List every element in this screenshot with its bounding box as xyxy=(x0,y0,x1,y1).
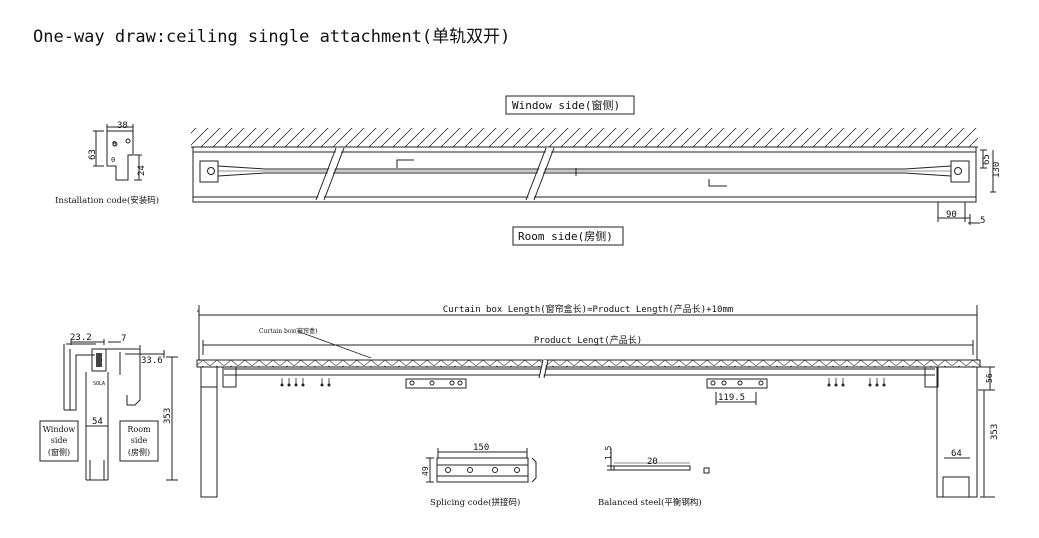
room-side-label: Room side(房侧) xyxy=(518,230,613,243)
dim-64: 64 xyxy=(951,449,962,459)
dim-20: 20 xyxy=(647,457,658,467)
side-dim-353: 353 xyxy=(163,408,173,424)
dim-5: 5 xyxy=(980,216,985,226)
install-dim-slot: 24 xyxy=(137,165,147,176)
dim-56: 56 xyxy=(985,373,994,383)
dim-119-5: 119.5 xyxy=(718,393,745,403)
front-elevation-view xyxy=(196,305,995,498)
side-room-label-3: (房侧) xyxy=(128,447,150,457)
page-title: One-way draw:ceiling single attachment(单… xyxy=(33,27,511,47)
install-dim-height: 63 xyxy=(88,149,98,160)
dim-33-6: 33.6 xyxy=(141,356,163,366)
side-room-label-2: side xyxy=(131,436,148,445)
product-length-label: Product Lengt(产品长) xyxy=(534,334,642,346)
installation-bracket xyxy=(93,124,142,181)
install-mark-a: 0 xyxy=(112,140,116,148)
curtain-box-label: Curtain box(窗帘盒) xyxy=(259,327,318,335)
box-length-label: Curtain box Length(窗帘盒长)=Product Length(… xyxy=(443,303,734,315)
runner-hooks xyxy=(281,378,885,384)
side-section-view xyxy=(39,339,178,481)
side-window-label-1: Window xyxy=(43,425,76,434)
dim-49: 49 xyxy=(421,466,430,476)
install-label: Installation code(安装码) xyxy=(55,195,159,206)
front-dim-353: 353 xyxy=(990,424,1000,440)
side-small-label: SOLA xyxy=(93,381,105,387)
balanced-steel-label: Balanced steel(平衡钢构) xyxy=(598,497,702,508)
dim-1-5: 1.5 xyxy=(604,445,613,460)
dim-90: 90 xyxy=(946,210,957,220)
splicing-label: Splicing code(拼接码) xyxy=(430,497,520,508)
dim-23-2: 23.2 xyxy=(70,333,92,343)
side-window-label-3: (窗侧) xyxy=(48,447,70,457)
splicing-code-part xyxy=(426,448,537,483)
install-dim-width: 38 xyxy=(117,121,128,131)
top-plan-view xyxy=(191,128,996,225)
dim-65: 65 xyxy=(982,154,992,165)
side-room-label-1: Room xyxy=(127,425,151,434)
balanced-steel-part xyxy=(607,448,710,474)
dim-7: 7 xyxy=(121,334,126,344)
window-side-label: Window side(窗侧) xyxy=(512,98,620,112)
install-mark-b: 0 xyxy=(111,156,115,164)
dim-54: 54 xyxy=(92,417,103,427)
dim-150: 150 xyxy=(473,443,489,453)
dim-130: 130 xyxy=(992,162,1002,178)
side-window-label-2: side xyxy=(51,436,68,445)
